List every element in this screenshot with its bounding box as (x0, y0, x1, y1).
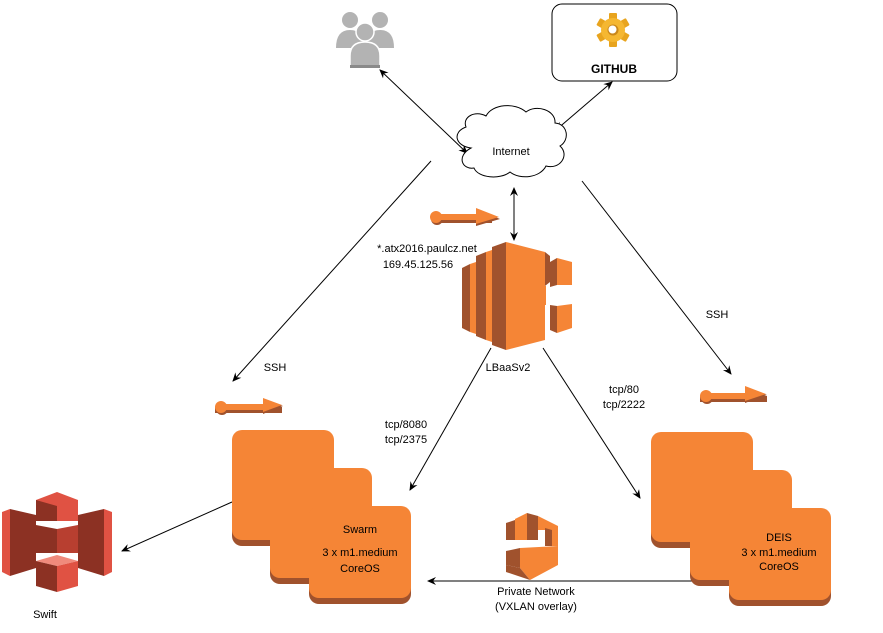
deis-port-2: tcp/2222 (603, 399, 645, 411)
swarm-node[interactable]: Swarm 3 x m1.medium CoreOS (215, 398, 411, 604)
edge-ssh-swarm (232, 160, 432, 382)
lbaas-label: LBaaSv2 (486, 362, 531, 374)
deis-port-1: tcp/80 (609, 384, 639, 396)
swarm-label-3: CoreOS (340, 563, 380, 575)
edge-github-internet (555, 81, 613, 131)
deis-label-1: DEIS (766, 532, 792, 544)
deis-label-2: 3 x m1.medium (741, 547, 816, 559)
edge-lbaas-swarm (409, 347, 492, 491)
deis-node[interactable]: DEIS 3 x m1.medium CoreOS (651, 386, 831, 606)
internet-node[interactable]: Internet (456, 105, 567, 178)
private-network-node[interactable]: Private Network (VXLAN overlay) (495, 513, 577, 613)
connectors (121, 69, 732, 585)
swarm-port-1: tcp/8080 (385, 419, 427, 431)
edge-swarm-swift (121, 501, 233, 552)
instances-icon (651, 432, 831, 606)
github-node[interactable]: GITHUB (551, 3, 678, 82)
lbaas-dns-label: *.atx2016.paulcz.net (377, 243, 477, 255)
deis-label-3: CoreOS (759, 561, 799, 573)
vpc-icon (506, 513, 558, 580)
swarm-label-2: 3 x m1.medium (322, 547, 397, 559)
swift-label: Swift (33, 609, 57, 621)
private-network-label-2: (VXLAN overlay) (495, 601, 577, 613)
cloud-icon (456, 105, 567, 178)
github-label: GITHUB (591, 62, 637, 76)
ssh-left-label: SSH (264, 362, 287, 374)
swift-node[interactable]: Swift (2, 492, 112, 621)
swarm-port-2: tcp/2375 (385, 434, 427, 446)
lbaas-node[interactable]: *.atx2016.paulcz.net 169.45.125.56 LBaaS… (377, 208, 572, 374)
users-icon[interactable] (336, 12, 394, 69)
swarm-label-1: Swarm (343, 524, 377, 536)
elastic-ip-icon (215, 398, 283, 415)
edge-ssh-deis (581, 180, 732, 375)
load-balancer-icon (462, 242, 572, 350)
edge-lbaas-deis (542, 347, 641, 499)
gear-icon (596, 13, 630, 47)
object-storage-icon (2, 492, 112, 592)
edge-users-internet (379, 69, 468, 154)
instances-icon (232, 430, 411, 604)
internet-label: Internet (492, 146, 529, 158)
elastic-ip-icon (430, 208, 500, 226)
lbaas-ip-label: 169.45.125.56 (383, 259, 453, 271)
ssh-right-label: SSH (706, 309, 729, 321)
elastic-ip-icon (700, 386, 767, 404)
private-network-label-1: Private Network (497, 586, 575, 598)
